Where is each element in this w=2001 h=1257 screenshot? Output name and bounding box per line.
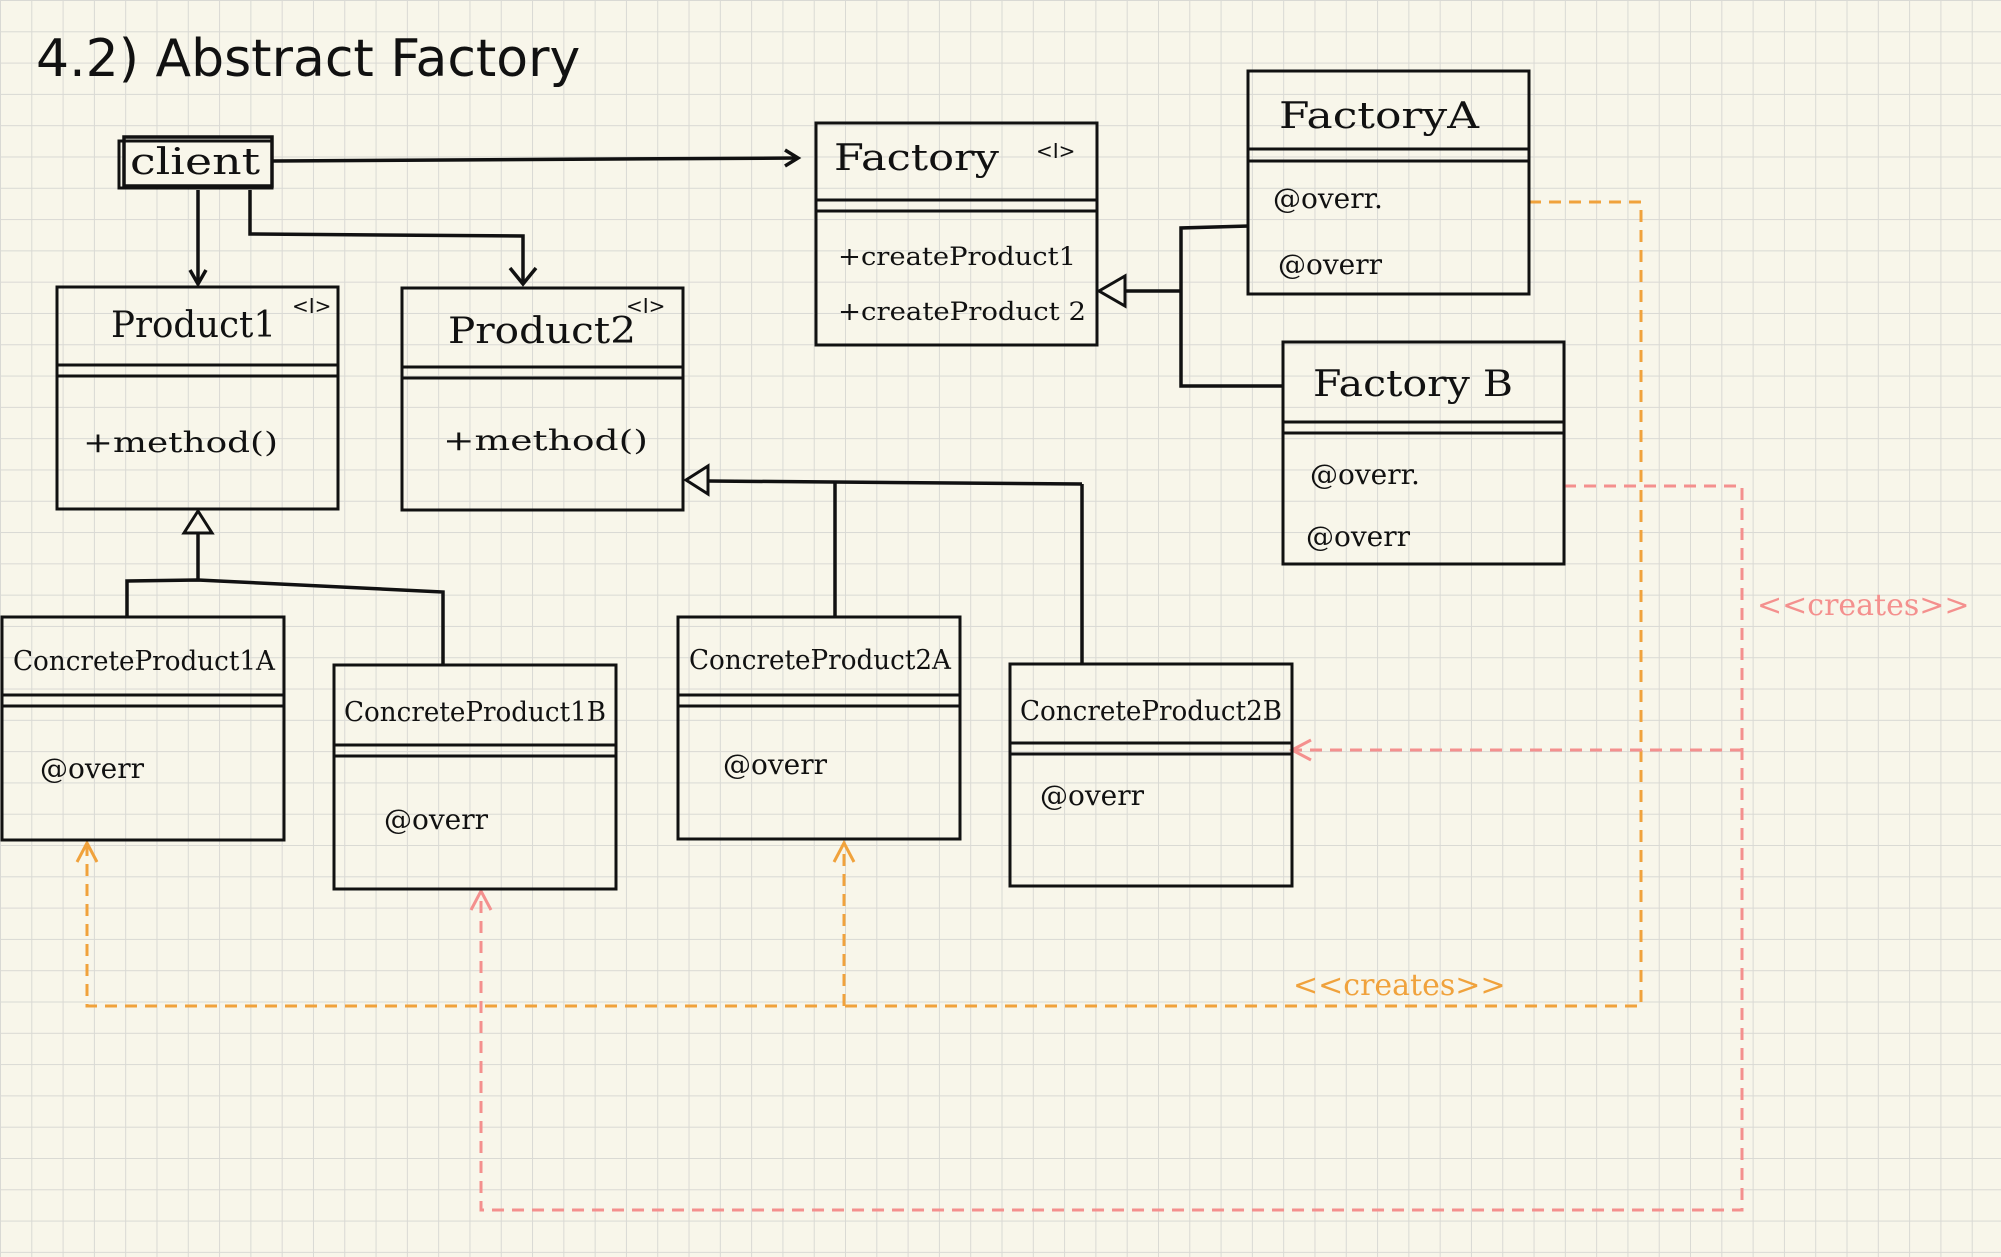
class-client[interactable]: client [117,135,274,190]
factory-a-creates-line [85,200,1643,1008]
class-factory-stereotype: <I> [1036,139,1075,163]
class-factory-a[interactable]: FactoryA @overr. @overr [1246,69,1531,296]
class-product1-name: Product1 [111,305,276,346]
association-lines [188,148,802,288]
class-concrete-product2b[interactable]: ConcreteProduct2B @overr [1008,662,1294,888]
class-factory-a-name: FactoryA [1279,96,1480,137]
class-concrete-product1a-name: ConcreteProduct1A [13,646,275,677]
class-factory-b-member-1: @overr. [1310,458,1420,491]
creates-arrowhead-2a [832,839,856,863]
factory-b-creates-dependencies: <<creates>> [469,484,1970,1212]
class-concrete-product1b-member-1: @overr [384,803,489,836]
creates-arrowhead-1a [75,839,99,863]
class-concrete-product1a-member-1: @overr [40,752,145,785]
class-factory-a-member-1: @overr. [1273,182,1383,215]
client-to-product2-line [248,190,525,282]
class-factory[interactable]: Factory <I> +createProduct1 +createProdu… [814,121,1099,347]
class-factory-member-1: +createProduct1 [838,242,1076,271]
product2-impl-bar [707,479,1083,486]
factory-a-creates-dependencies: <<creates>> [75,200,1643,1008]
class-product2-stereotype: <I> [626,294,665,318]
class-concrete-product2a-member-1: @overr [723,748,828,781]
class-concrete-product2a[interactable]: ConcreteProduct2A @overr [676,615,962,841]
class-factory-member-2: +createProduct 2 [838,297,1086,326]
creates-label-orange: <<creates>> [1293,968,1506,1003]
class-factory-name: Factory [834,138,1000,179]
creates-arrowhead-1b [469,887,493,911]
client-to-product1-arrowhead [188,269,208,288]
inheritance-lines [125,224,1283,665]
factory-b-creates-line [479,484,1744,1212]
class-client-name: client [130,142,261,183]
class-factory-b[interactable]: Factory B @overr. @overr [1281,340,1566,566]
class-concrete-product1a[interactable]: ConcreteProduct1A @overr [0,615,286,842]
class-product1-member-1: +method() [83,426,278,459]
class-concrete-product1b-name: ConcreteProduct1B [344,697,606,728]
creates-label-pink: <<creates>> [1757,588,1970,623]
class-product2-name: Product2 [448,311,636,352]
class-concrete-product2b-member-1: @overr [1040,779,1145,812]
class-product2-member-1: +method() [443,424,648,457]
class-product1[interactable]: Product1 <I> +method() [55,285,340,511]
factory-impl-branch [1179,224,1283,388]
class-factory-b-name: Factory B [1313,364,1513,405]
client-to-factory-line [271,156,798,163]
class-concrete-product2b-name: ConcreteProduct2B [1020,696,1282,727]
class-product2[interactable]: Product2 <I> +method() [400,286,685,512]
class-factory-b-member-2: @overr [1306,520,1411,553]
product2-generalization-triangle [683,463,710,497]
class-concrete-product2a-name: ConcreteProduct2A [689,645,951,676]
factory-generalization-triangle [1095,273,1127,309]
class-concrete-product1b[interactable]: ConcreteProduct1B @overr [332,663,618,891]
client-to-product2-arrowhead [508,266,538,287]
client-to-factory-arrowhead [784,148,802,168]
class-product1-stereotype: <I> [292,294,331,318]
product1-generalization-triangle [181,508,215,535]
page-title: 4.2) Abstract Factory [36,29,580,89]
class-factory-a-member-2: @overr [1278,248,1383,281]
